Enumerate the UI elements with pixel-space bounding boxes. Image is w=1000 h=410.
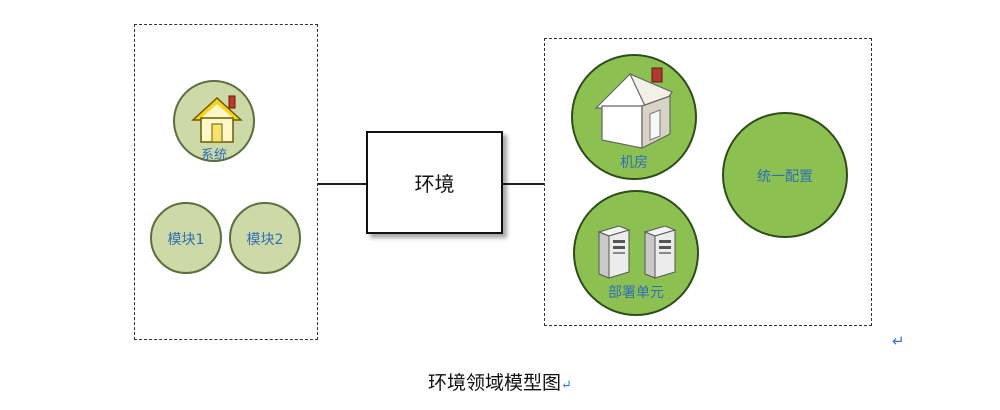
paragraph-mark-icon: ↵ [561,378,572,393]
unified-config-node: 统一配置 [722,112,848,238]
paragraph-mark-icon: ↵ [892,332,905,350]
machine-room-label: 机房 [620,155,648,171]
machine-room-node: 机房 [571,54,697,180]
system-node: 系统 [173,80,255,163]
module-1-node: 模块1 [150,202,222,274]
diagram-caption: 环境领域模型图↵ [0,368,1000,395]
connector-left [318,183,366,185]
unified-config-label: 统一配置 [757,169,813,185]
environment-node: 环境 [366,131,503,234]
module-2-node: 模块2 [229,202,301,274]
connector-right [503,183,544,185]
house-icon [189,90,245,146]
deployment-unit-label: 部署单元 [608,285,664,301]
left-group-boundary [134,24,318,340]
right-group-boundary [544,38,872,326]
building-icon [590,62,682,152]
deployment-unit-node: 部署单元 [573,190,699,316]
module-1-label: 模块1 [167,232,205,248]
environment-label: 环境 [414,172,455,196]
module-2-label: 模块2 [246,232,284,248]
server-icon [641,224,679,280]
system-label: 系统 [200,148,227,163]
server-icon [595,224,633,280]
caption-text: 环境领域模型图 [428,372,562,394]
